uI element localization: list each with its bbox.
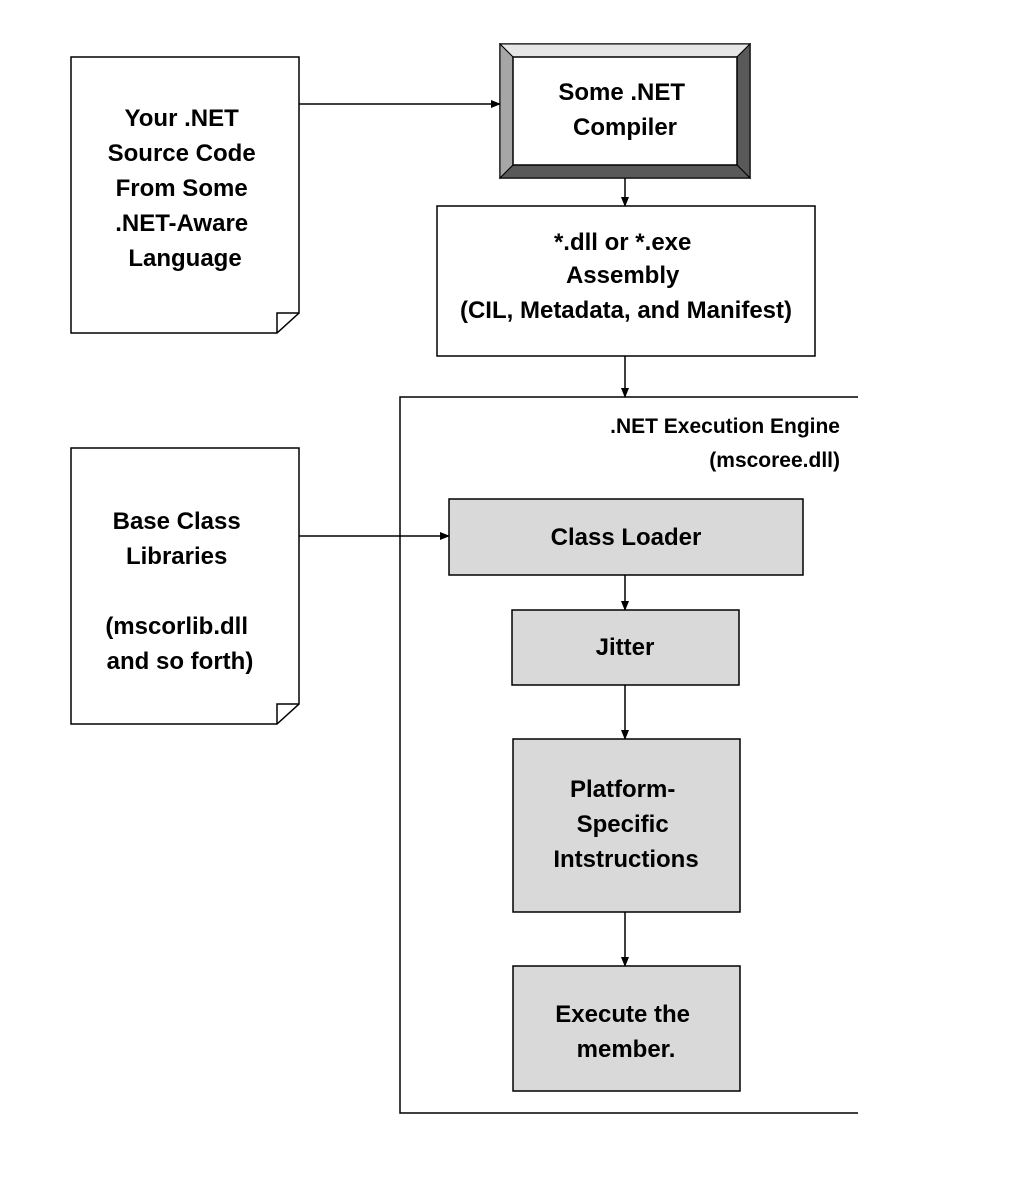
base-class-line: (mscorlib.dll	[105, 613, 248, 640]
base-class-libraries-document: Base Class Libraries (mscorlib.dll and s…	[70, 447, 300, 725]
execution-engine-frame: .NET Execution Engine (mscoree.dll)	[399, 396, 858, 1114]
execution-engine-subtitle: (mscoree.dll)	[709, 449, 840, 472]
source-code-label: Your .NET Source Code From Some .NET-Awa…	[108, 105, 263, 272]
source-code-line: Language	[128, 245, 241, 272]
source-code-document: Your .NET Source Code From Some .NET-Awa…	[70, 56, 300, 334]
execute-member-label: Execute the member.	[555, 1001, 696, 1063]
base-class-line: Libraries	[126, 543, 227, 570]
source-code-line: .NET-Aware	[115, 210, 248, 237]
base-class-line: Base Class	[113, 508, 241, 535]
class-loader-box: Class Loader	[448, 498, 804, 576]
assembly-label: *.dll or *.exe Assembly (CIL, Metadata, …	[460, 229, 792, 324]
source-code-line: From Some	[116, 175, 248, 202]
compiler-line: Compiler	[573, 114, 677, 141]
platform-line: Specific	[577, 811, 669, 838]
platform-specific-label: Platform- Specific Intstructions	[553, 776, 698, 873]
source-code-line: Your .NET	[125, 105, 240, 132]
execute-member-box: Execute the member.	[512, 965, 741, 1092]
base-class-libraries-label: Base Class Libraries (mscorlib.dll and s…	[105, 508, 254, 675]
compiler-box: Some .NET Compiler	[498, 42, 752, 180]
compiler-line: Some .NET	[558, 79, 685, 106]
platform-specific-box: Platform- Specific Intstructions	[512, 738, 741, 913]
compiler-label: Some .NET Compiler	[558, 79, 691, 141]
execute-line: member.	[577, 1036, 676, 1063]
execute-line: Execute the	[555, 1001, 690, 1028]
class-loader-line: Class Loader	[551, 524, 702, 551]
execution-engine-title: .NET Execution Engine	[610, 415, 840, 438]
source-code-line: Source Code	[108, 140, 256, 167]
platform-line: Intstructions	[553, 846, 698, 873]
jitter-label: Jitter	[596, 634, 655, 661]
jitter-line: Jitter	[596, 634, 655, 661]
assembly-box: *.dll or *.exe Assembly (CIL, Metadata, …	[436, 205, 816, 357]
platform-line: Platform-	[570, 776, 675, 803]
base-class-line: and so forth)	[107, 648, 254, 675]
assembly-line: (CIL, Metadata, and Manifest)	[460, 297, 792, 324]
class-loader-label: Class Loader	[551, 524, 702, 551]
jitter-box: Jitter	[511, 609, 740, 686]
assembly-line: *.dll or *.exe	[554, 229, 691, 256]
assembly-line: Assembly	[566, 262, 680, 289]
